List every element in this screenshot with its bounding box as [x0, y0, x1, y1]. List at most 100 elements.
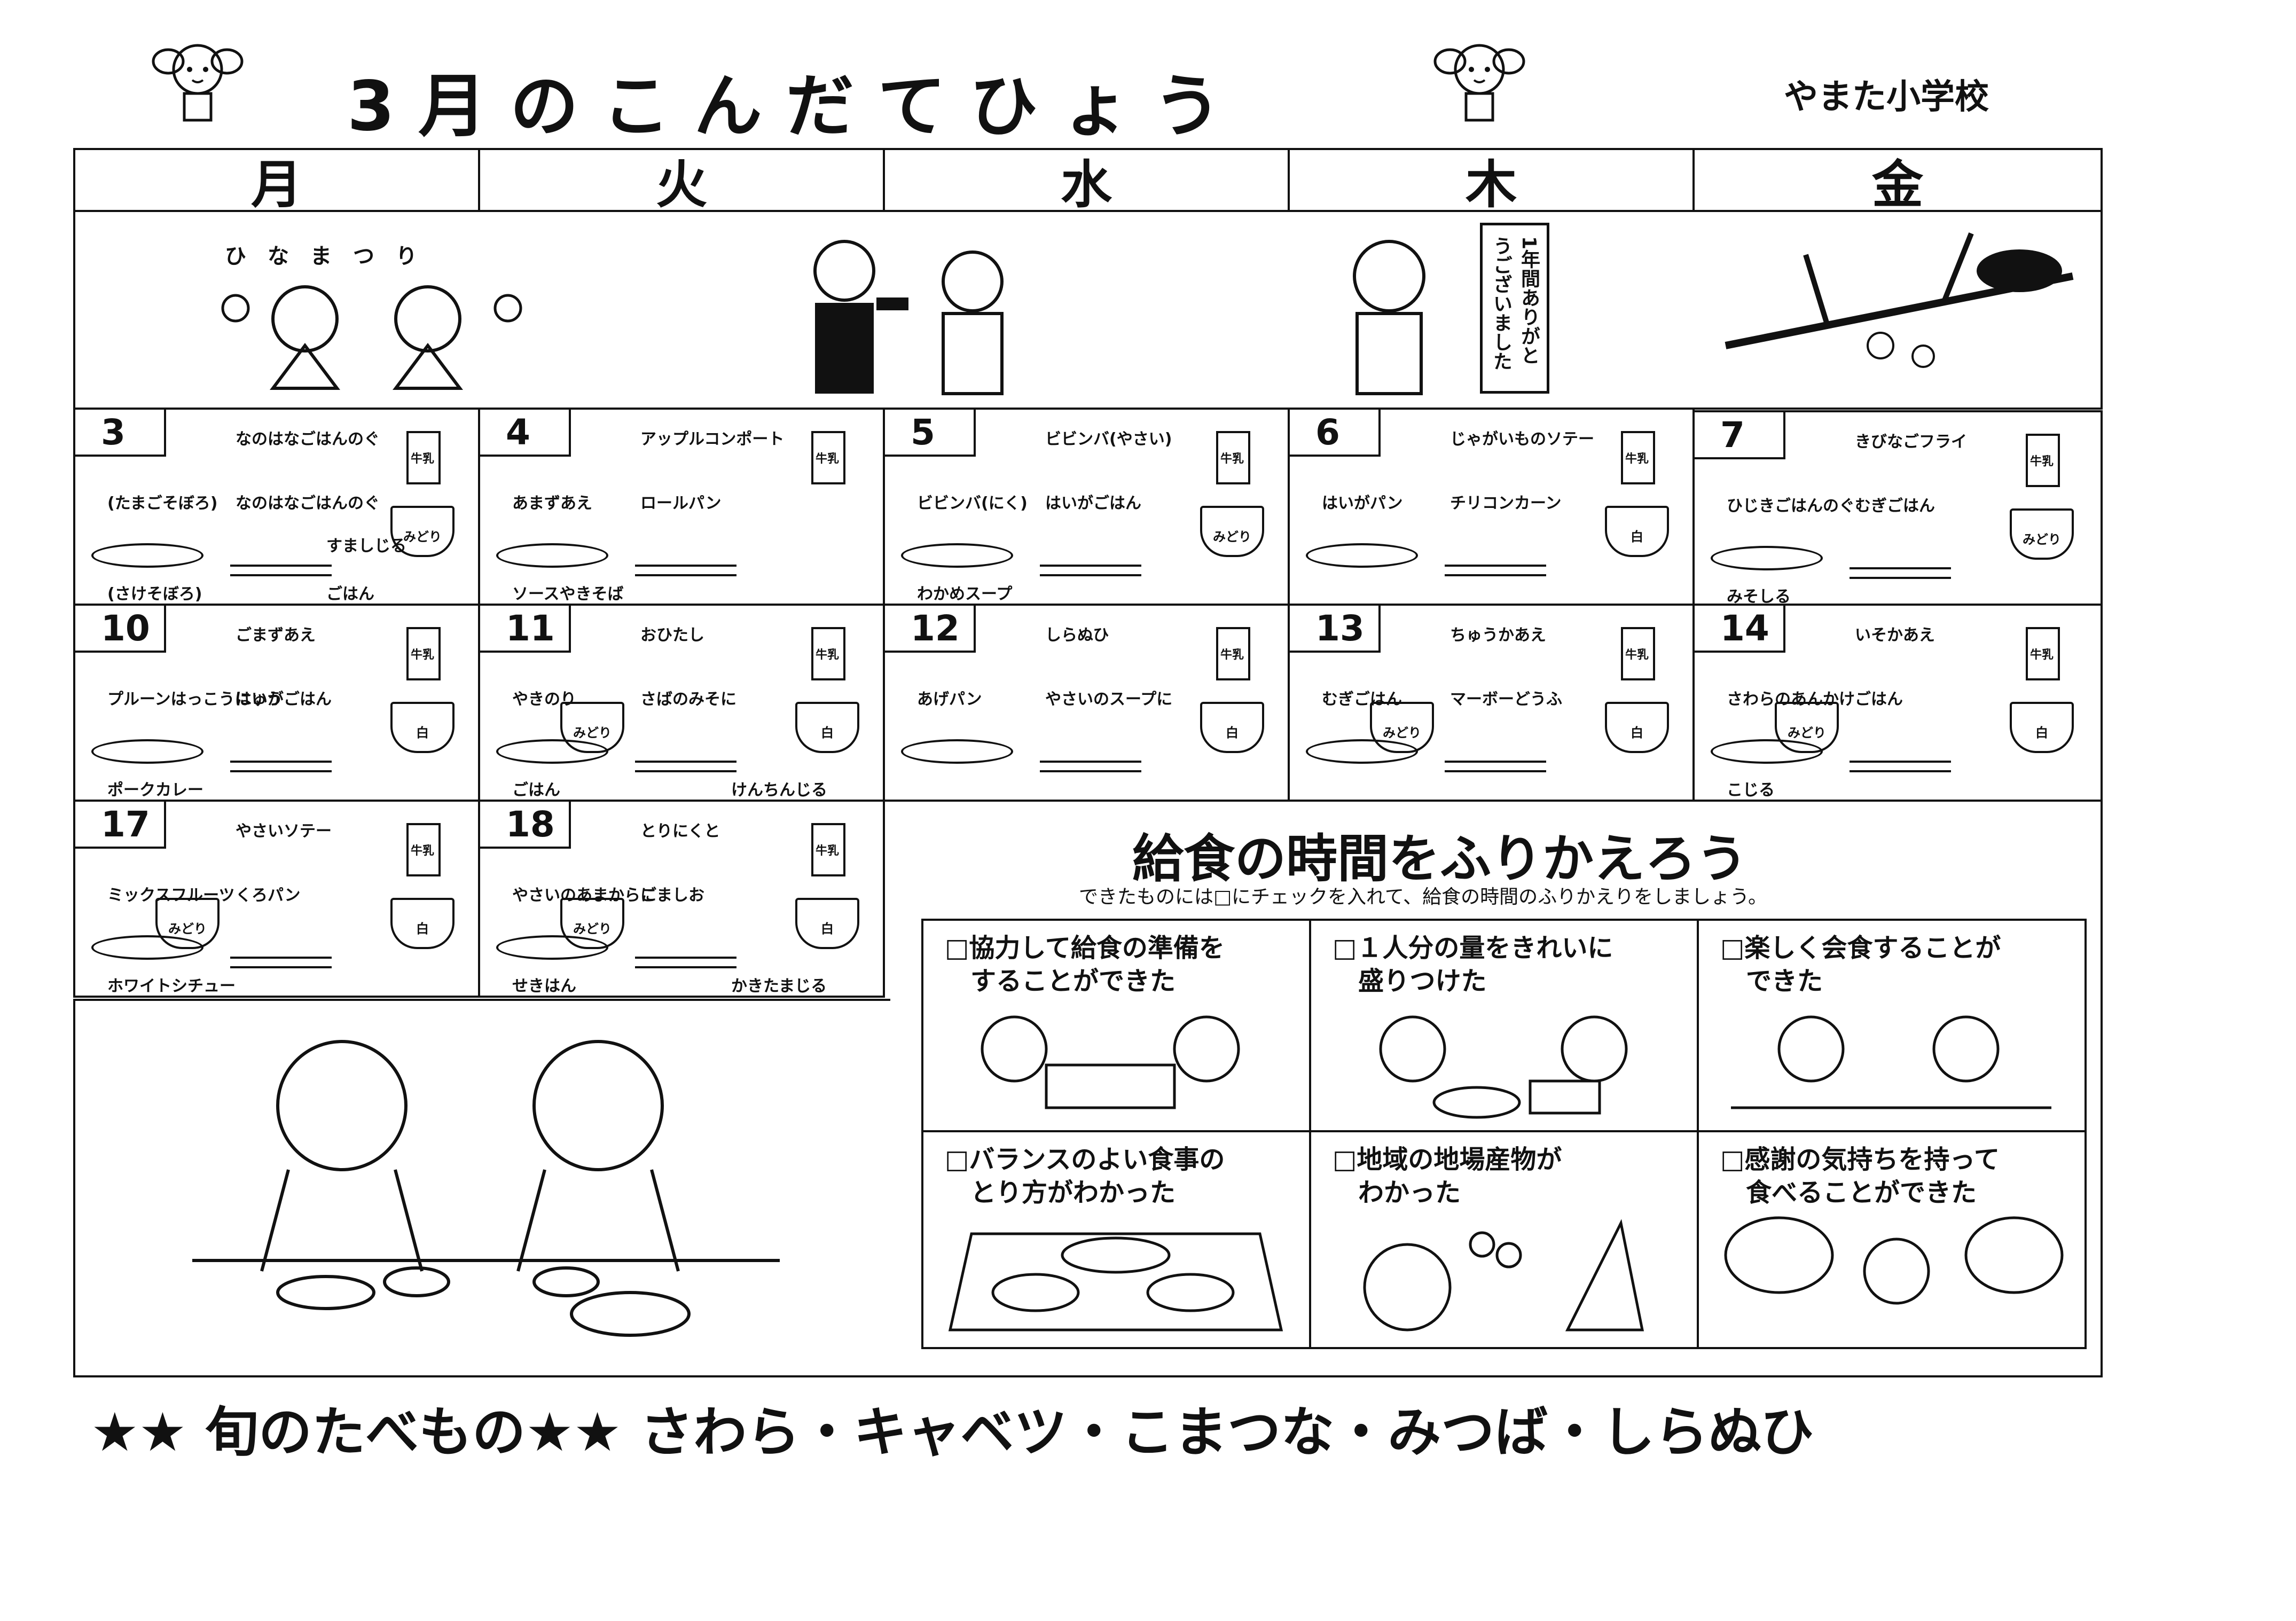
- thankful-child-icon: [1724, 1216, 2064, 1305]
- bird-on-branch-icon: [1725, 232, 2074, 368]
- dish-label: せきはん: [512, 977, 576, 996]
- bowl-label: 白: [416, 921, 429, 936]
- chopsticks-icon: [635, 957, 736, 968]
- decoration-row: ひなまつり 1年間ありがとうございました: [73, 212, 2103, 410]
- hinamatsuri-label: ひなまつり: [225, 244, 438, 269]
- milk-label: 牛乳: [1220, 648, 1244, 662]
- milk-carton-icon: 牛乳: [2026, 434, 2060, 487]
- bowl-label: みどり: [1383, 725, 1421, 740]
- plate-icon: [1306, 543, 1418, 568]
- milk-carton-icon: 牛乳: [406, 823, 441, 876]
- dish-label: わかめスープ: [917, 585, 1013, 604]
- girl-mascot-icon: [152, 44, 244, 122]
- milk-label: 牛乳: [1625, 452, 1649, 466]
- chopsticks-icon: [1850, 761, 1951, 772]
- scroll-text: 1年間ありがとうございました: [1490, 236, 1540, 371]
- plate-icon: [1711, 546, 1823, 570]
- plate-icon: [91, 739, 203, 764]
- chopsticks-icon: [230, 957, 332, 968]
- divider: [73, 1375, 2103, 1377]
- side-bowl-icon: みどり: [560, 898, 624, 949]
- soup-bowl-icon: みどり: [1200, 506, 1264, 557]
- meal-tray-icon: [948, 1232, 1283, 1332]
- chopsticks-icon: [635, 565, 736, 576]
- weekday-mon: 月: [73, 148, 480, 215]
- girl-with-certificate-icon: [1353, 240, 1425, 395]
- dish-label: むぎごはん: [1855, 497, 1935, 515]
- bowl-label: 白: [2035, 725, 2048, 740]
- dish-label: なのはなごはんのぐ: [236, 494, 380, 513]
- milk-label: 牛乳: [816, 452, 840, 466]
- chopsticks-icon: [230, 761, 332, 772]
- weekday-fri: 金: [1692, 148, 2103, 215]
- dish-label: ごましお: [640, 886, 704, 905]
- serving-prep-icon: [981, 1015, 1240, 1109]
- milk-label: 牛乳: [2030, 455, 2054, 468]
- bowl-label: みどり: [2023, 532, 2061, 547]
- checklist-item-portion[interactable]: □１人分の量をきれいに 盛りつけた: [1309, 919, 1699, 1132]
- day-number: 12: [885, 606, 976, 653]
- bowl-label: 白: [416, 725, 429, 740]
- kids-eating-icon: [1731, 1015, 2051, 1109]
- dish-label: プルーンはっこうにゅう: [107, 690, 283, 709]
- seasonal-foods: ★★ 旬のたべもの★★ さわら・キャベツ・こまつな・みつば・しらぬひ: [91, 1401, 1814, 1463]
- milk-carton-icon: 牛乳: [1621, 431, 1655, 484]
- chopsticks-icon: [1040, 565, 1141, 576]
- dish-label: ひじきごはんのぐ: [1727, 497, 1855, 515]
- scroll-banner: 1年間ありがとうございました: [1480, 223, 1549, 394]
- dish-label: やさいのスープに: [1045, 690, 1173, 709]
- dish-label: けんちんじる: [731, 781, 827, 800]
- dish-label: はいがごはん: [236, 690, 332, 709]
- day-number: 4: [480, 410, 571, 457]
- dish-label: あげパン: [917, 690, 982, 709]
- day-number: 6: [1290, 410, 1381, 457]
- checklist-item-text: □感謝の気持ちを持って 食べることができた: [1720, 1145, 2000, 1208]
- dish-label: ちゅうかあえ: [1450, 626, 1546, 645]
- checklist-item-enjoy[interactable]: □楽しく会食することが できた: [1697, 919, 2087, 1132]
- dish-label: マーボーどうふ: [1450, 690, 1562, 709]
- side-bowl-icon: みどり: [155, 898, 220, 949]
- bowl-label: 白: [1631, 529, 1643, 544]
- side-bowl-icon: みどり: [1370, 702, 1434, 753]
- dish-label: ごはん: [326, 585, 374, 604]
- dish-label: じゃがいものソテー: [1450, 430, 1594, 449]
- dish-label: おひたし: [640, 626, 704, 645]
- page-title: 3月のこんだてひょう: [347, 67, 1245, 146]
- checklist-item-prepare[interactable]: □協力して給食の準備を することができた: [921, 919, 1311, 1132]
- day-number: 7: [1695, 412, 1785, 459]
- plate-icon: [901, 739, 1013, 764]
- checklist-item-gratitude[interactable]: □感謝の気持ちを持って 食べることができた: [1697, 1130, 2087, 1349]
- dish-label: しらぬひ: [1045, 626, 1109, 645]
- children-eating-illustration: [192, 1040, 780, 1337]
- milk-label: 牛乳: [816, 648, 840, 662]
- milk-label: 牛乳: [816, 844, 840, 858]
- dish-label: ホワイトシチュー: [107, 977, 236, 996]
- milk-carton-icon: 牛乳: [811, 431, 845, 484]
- plate-icon: [901, 543, 1013, 568]
- dish-label: チリコンカーン: [1450, 494, 1562, 513]
- plate-icon: [91, 543, 203, 568]
- day-number: 14: [1695, 606, 1785, 653]
- checklist-item-balance[interactable]: □バランスのよい食事の とり方がわかった: [921, 1130, 1311, 1349]
- soup-bowl-icon: 白: [795, 898, 859, 949]
- dish-label: ごはん: [1855, 690, 1903, 709]
- soup-bowl-icon: 白: [1605, 702, 1669, 753]
- side-bowl-icon: みどり: [560, 702, 624, 753]
- hina-dolls-icon: [221, 285, 522, 390]
- plate-icon: [1306, 739, 1418, 764]
- dish-label: さばのみそに: [640, 690, 736, 709]
- day-number: 13: [1290, 606, 1381, 653]
- dish-label: ごまずあえ: [236, 626, 316, 645]
- milk-carton-icon: 牛乳: [2026, 627, 2060, 680]
- checklist-item-local[interactable]: □地域の地場産物が わかった: [1309, 1130, 1699, 1349]
- weekday-tue: 火: [478, 148, 885, 215]
- milk-carton-icon: 牛乳: [1621, 627, 1655, 680]
- chopsticks-icon: [1445, 761, 1546, 772]
